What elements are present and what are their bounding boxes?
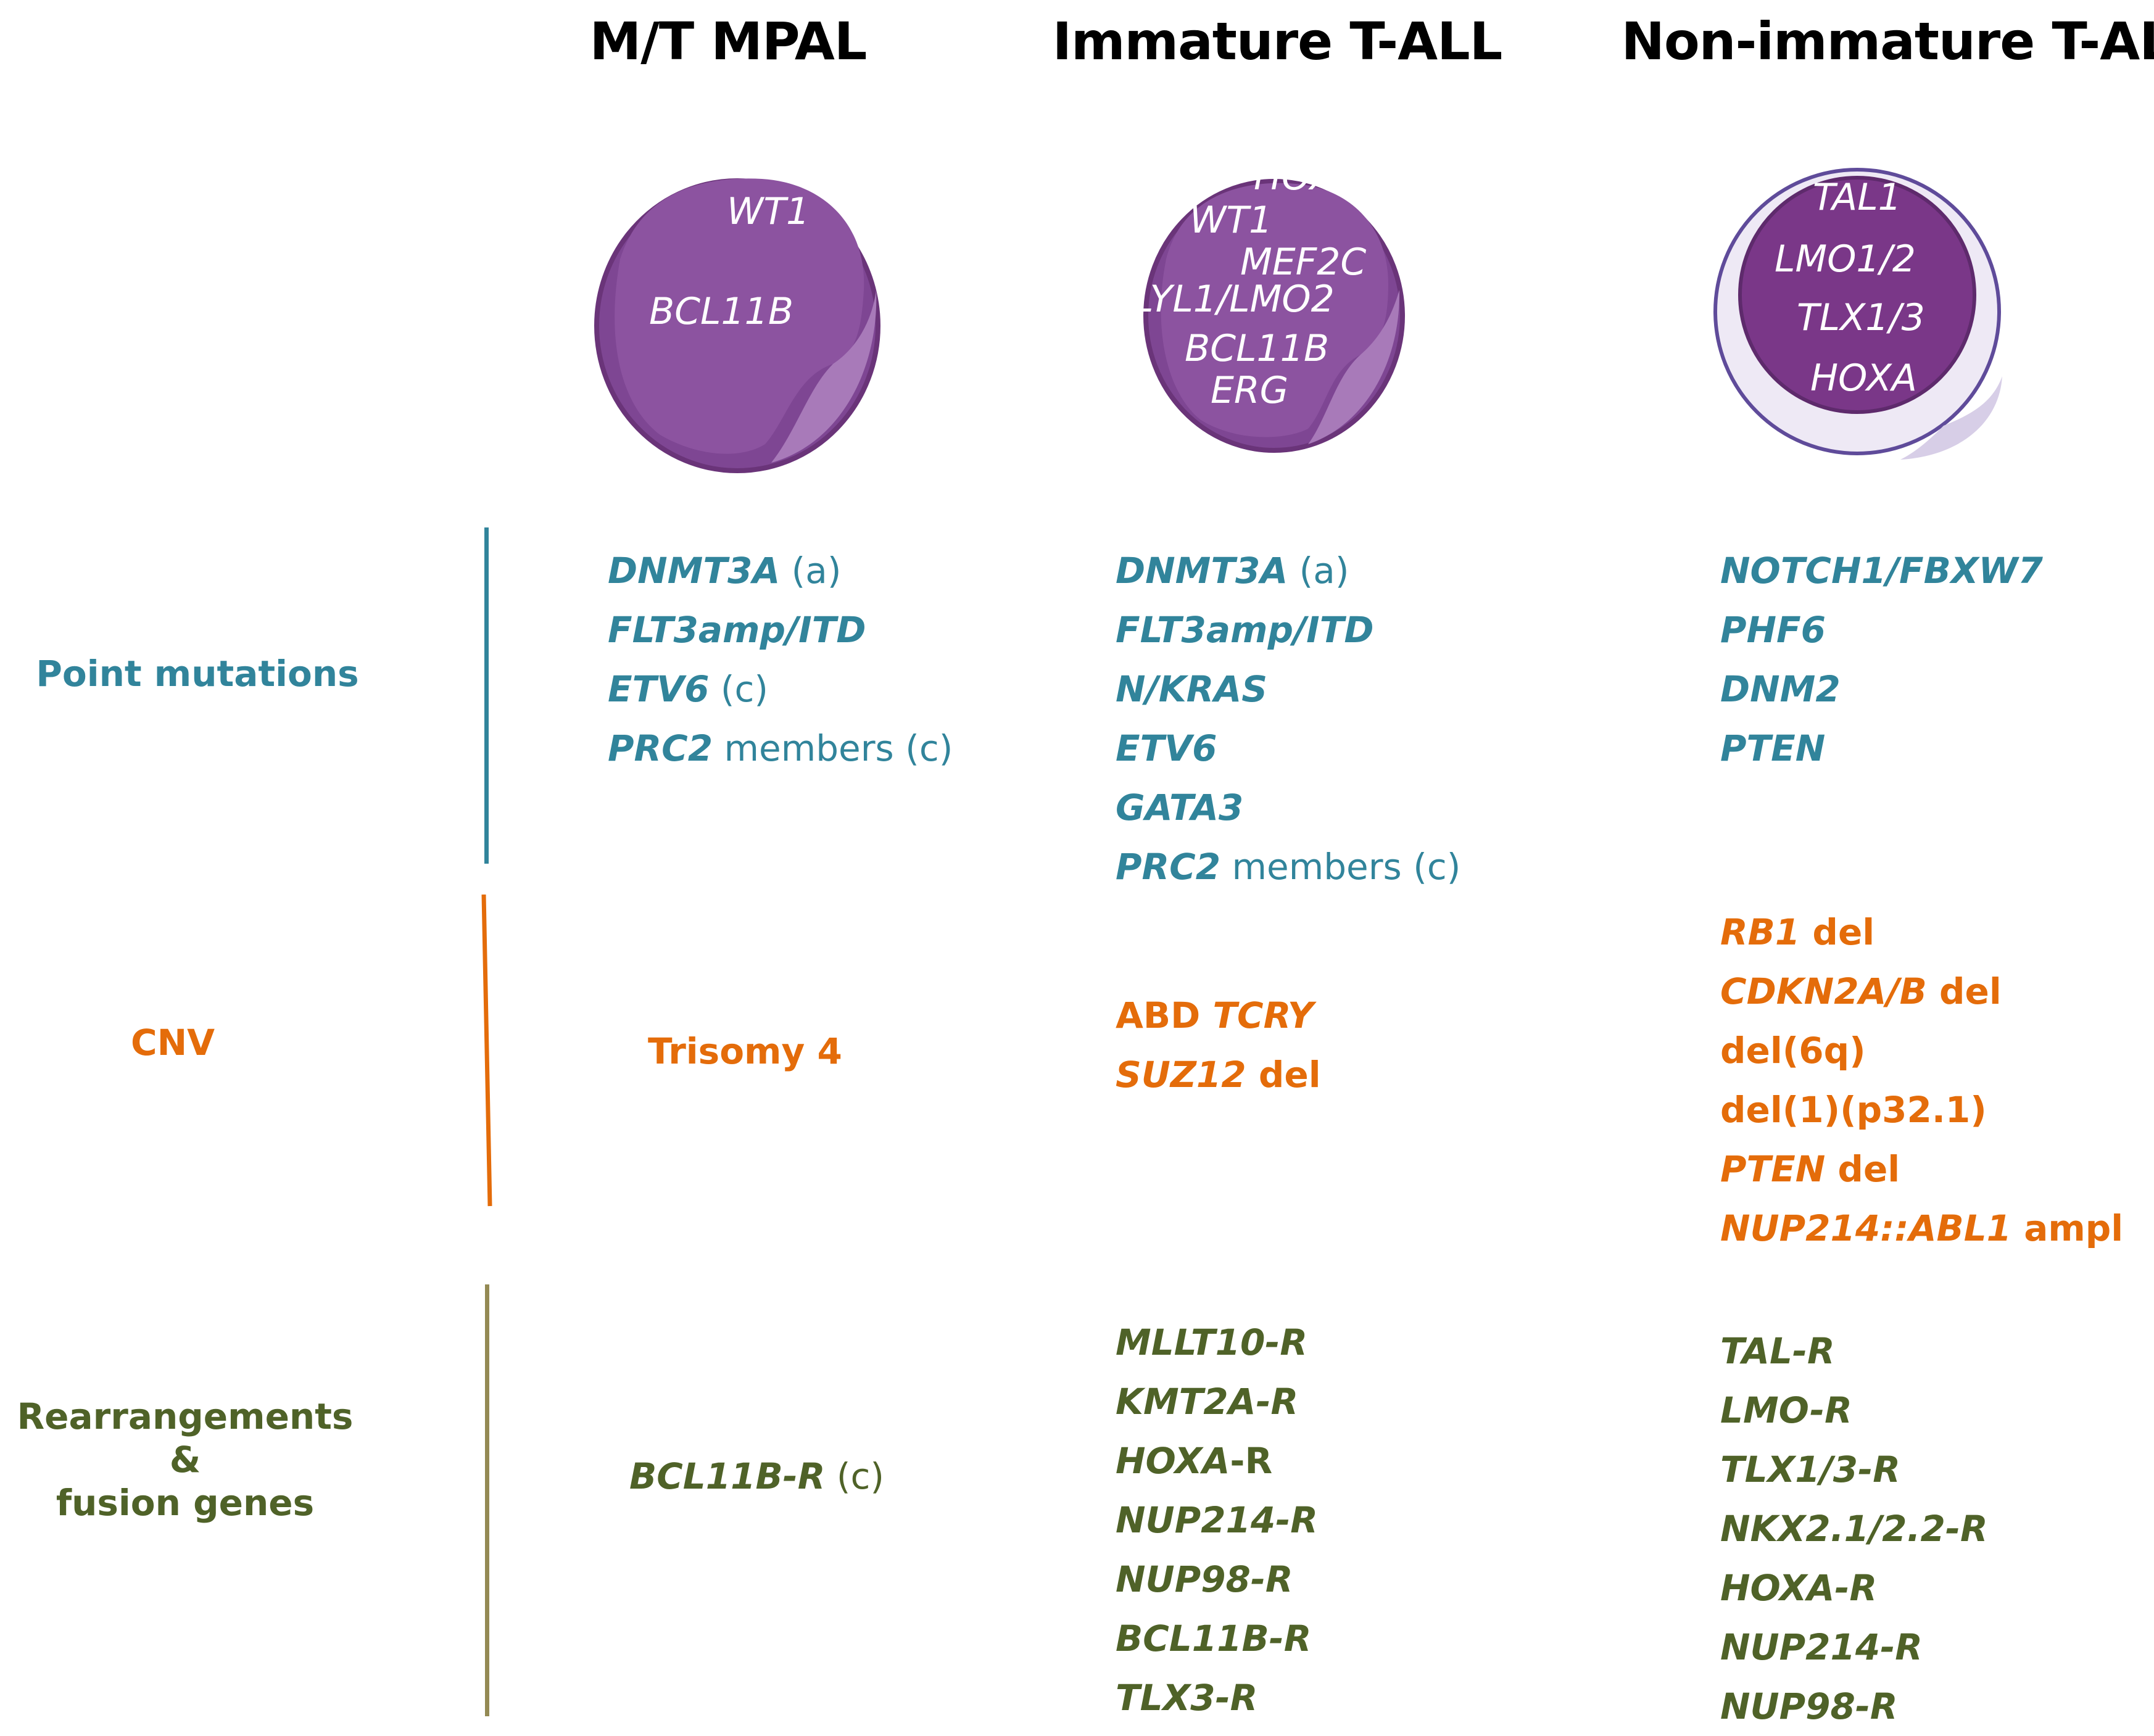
gene-entry: TLX3-R bbox=[1116, 1677, 1258, 1719]
gene-entry: RB1 del bbox=[1720, 911, 1875, 953]
column-title-nonimmature-tall: Non-immature T-ALL bbox=[1621, 11, 2154, 72]
nonimmature-tall-cnv: RB1 del CDKN2A/B del del(6q) del(1)(p32.… bbox=[1720, 903, 2123, 1258]
category-cnv: CNV bbox=[131, 1022, 215, 1064]
point-mutations-divider bbox=[484, 527, 489, 864]
gene-entry: DNM2 bbox=[1720, 668, 1841, 710]
gene-entry: del(6q) bbox=[1720, 1030, 1866, 1072]
gene-entry: NUP214::ABL1 ampl bbox=[1720, 1207, 2124, 1249]
gene-entry: TLX1/3-R bbox=[1720, 1449, 1900, 1490]
category-rearrangements-line: fusion genes bbox=[56, 1482, 315, 1524]
rearrangements-divider bbox=[485, 1284, 489, 1716]
immature-tall-rearrangements: MLLT10-R KMT2A-R HOXA-R NUP214-R NUP98-R… bbox=[1116, 1313, 1318, 1727]
gene-entry: NUP98-R bbox=[1116, 1558, 1293, 1600]
gene-entry: ABD TCRY bbox=[1116, 994, 1314, 1036]
gene-entry: FLT3amp/ITD bbox=[1116, 609, 1374, 651]
immature-tall-cnv: ABD TCRY SUZ12 del bbox=[1116, 986, 1321, 1104]
gene-entry: DNMT3A (a) bbox=[608, 550, 842, 592]
gene-entry: Trisomy 4 bbox=[648, 1030, 842, 1072]
gene-entry: BCL11B-R bbox=[1116, 1618, 1312, 1660]
cell-gene-label: MEF2C bbox=[1240, 241, 1367, 284]
gene-entry: DNMT3A (a) bbox=[1116, 550, 1349, 592]
gene-entry: MLLT10-R bbox=[1116, 1321, 1308, 1363]
column-title-mt-mpal: M/T MPAL bbox=[589, 11, 868, 72]
blast-cell-icon bbox=[594, 178, 880, 473]
gene-entry: CDKN2A/B del bbox=[1720, 970, 2002, 1012]
gene-entry: del(1)(p32.1) bbox=[1720, 1089, 1987, 1131]
gene-entry: NOTCH1/FBXW7 bbox=[1720, 550, 2043, 592]
gene-entry: N/KRAS bbox=[1116, 668, 1267, 710]
cell-illustrations bbox=[594, 168, 2002, 473]
nonimmature-tall-rearrangements: TAL-R LMO-R TLX1/3-R NKX2.1/2.2-R HOXA-R… bbox=[1720, 1321, 1988, 1736]
cell-gene-label: TAL1 bbox=[1813, 176, 1902, 219]
mt-mpal-cnv: Trisomy 4 bbox=[648, 1022, 842, 1081]
gene-entry: GATA3 bbox=[1116, 787, 1244, 829]
cell-gene-label: WT1 bbox=[727, 190, 810, 233]
gene-entry: PTEN bbox=[1720, 727, 1826, 769]
category-point-mutations: Point mutations bbox=[36, 653, 359, 695]
gene-entry: LMO-R bbox=[1720, 1389, 1852, 1431]
blast-cell-icon bbox=[1143, 179, 1405, 453]
gene-entry: PTEN del bbox=[1720, 1148, 1900, 1190]
column-title-immature-tall: Immature T-ALL bbox=[1052, 11, 1502, 72]
cell-gene-label: WT1 bbox=[1190, 199, 1273, 242]
cell-gene-label: LMO1/2 bbox=[1775, 238, 1916, 281]
immature-tall-point-mutations: DNMT3A (a) FLT3amp/ITD N/KRAS ETV6 GATA3… bbox=[1116, 541, 1460, 896]
cell-gene-label: LYL1/LMO2 bbox=[1133, 278, 1335, 321]
gene-entry: BCL11B-R (c) bbox=[629, 1455, 884, 1497]
gene-entry: ETV6 (c) bbox=[608, 668, 769, 710]
gene-entry: NKX2.1/2.2-R bbox=[1720, 1508, 1988, 1550]
gene-entry: SUZ12 del bbox=[1116, 1054, 1321, 1096]
gene-entry: NUP214-R bbox=[1720, 1626, 1923, 1668]
mature-lymphoblast-cell-icon bbox=[1713, 168, 2002, 460]
gene-entry: NUP214-R bbox=[1116, 1499, 1318, 1541]
cell-gene-label: TLX1/3 bbox=[1797, 296, 1925, 339]
gene-entry: PRC2 members (c) bbox=[608, 727, 953, 769]
cell-gene-label: ERG bbox=[1211, 369, 1289, 412]
category-rearrangements: Rearrangements & fusion genes bbox=[0, 1395, 370, 1524]
category-rearrangements-line: Rearrangements bbox=[17, 1395, 354, 1437]
gene-entry: PRC2 members (c) bbox=[1116, 846, 1461, 888]
gene-entry: FLT3amp/ITD bbox=[608, 609, 866, 651]
cell-gene-label: BCL11B bbox=[1185, 327, 1329, 370]
mt-mpal-point-mutations: DNMT3A (a) FLT3amp/ITD ETV6 (c) PRC2 mem… bbox=[608, 541, 953, 778]
cnv-divider bbox=[481, 895, 492, 1207]
gene-entry: NUP98-R bbox=[1720, 1685, 1898, 1727]
gene-entry: ETV6 bbox=[1116, 727, 1217, 769]
gene-entry: TAL-R bbox=[1720, 1330, 1835, 1372]
gene-entry: KMT2A-R bbox=[1116, 1381, 1299, 1423]
mt-mpal-rearrangements: BCL11B-R (c) bbox=[629, 1447, 884, 1506]
category-rearrangements-line: & bbox=[169, 1439, 201, 1481]
cell-gene-label: BCL11B bbox=[649, 290, 793, 333]
nonimmature-tall-point-mutations: NOTCH1/FBXW7 PHF6 DNM2 PTEN bbox=[1720, 541, 2043, 778]
cell-gene-label: HOXA bbox=[1810, 357, 1917, 400]
cell-gene-label: HOXA bbox=[1254, 155, 1361, 199]
gene-entry: HOXA-R bbox=[1720, 1567, 1878, 1609]
gene-entry: PHF6 bbox=[1720, 609, 1826, 651]
gene-entry: HOXA-R bbox=[1116, 1440, 1273, 1482]
